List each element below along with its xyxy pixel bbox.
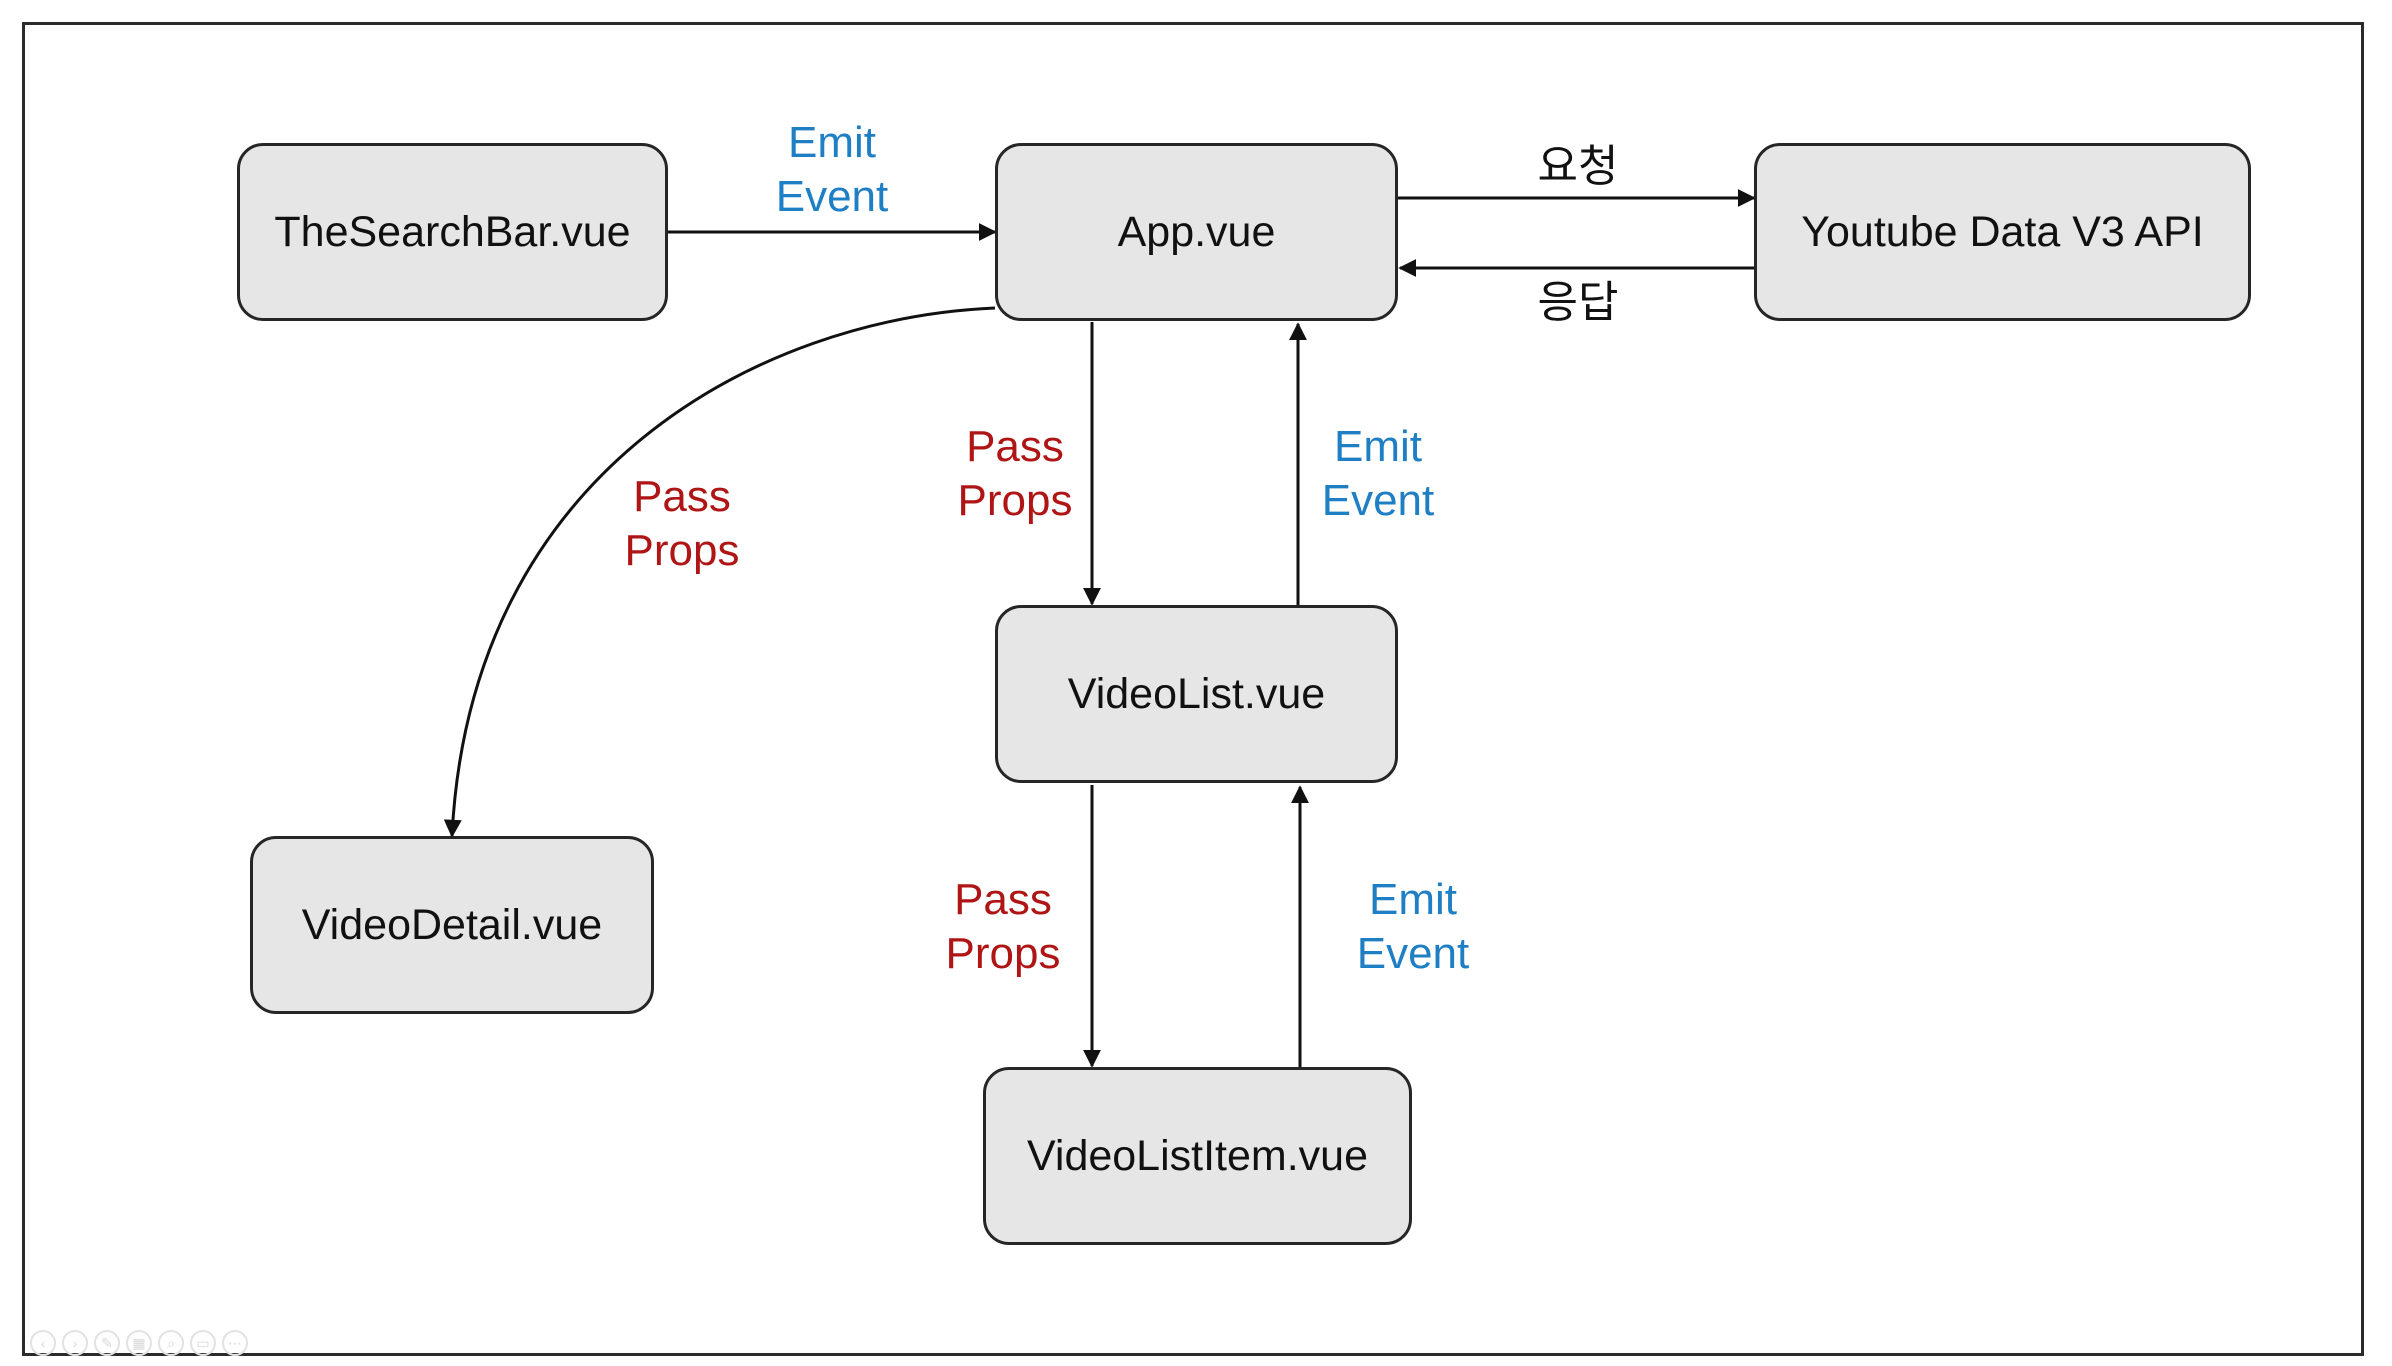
label-request: 요청: [1537, 142, 1619, 191]
next-slide-icon[interactable]: ›: [62, 1330, 88, 1356]
label-response: 응답: [1537, 278, 1619, 327]
label-line: Event: [1321, 476, 1435, 525]
node-videolist: VideoList.vue: [995, 605, 1398, 783]
label-line: Event: [775, 172, 889, 221]
label-line: Emit: [1368, 875, 1457, 924]
edge-app-to-detail: [443, 306, 996, 838]
label-line: Props: [957, 476, 1073, 525]
label-line: Pass: [633, 472, 731, 521]
label-line: Props: [945, 929, 1061, 978]
node-thesearchbar: TheSearchBar.vue: [237, 143, 668, 321]
label-line: Props: [624, 526, 740, 575]
label-list-app-emit-event: Emit Event: [1322, 420, 1435, 528]
label-line: Event: [1356, 929, 1470, 978]
label-search-emit-event: Emit Event: [776, 116, 889, 224]
subtitle-icon[interactable]: ▭: [190, 1330, 216, 1356]
node-app: App.vue: [995, 143, 1398, 321]
slide-toolbar: ‹ › ✎ ▦ ⌕ ▭ ⋯: [30, 1330, 248, 1356]
label-line: Emit: [1333, 422, 1422, 471]
label-line: Emit: [787, 118, 876, 167]
label-line: Pass: [954, 875, 1052, 924]
node-youtube-api: Youtube Data V3 API: [1754, 143, 2251, 321]
label-item-list-emit-event: Emit Event: [1357, 873, 1470, 981]
zoom-icon[interactable]: ⌕: [158, 1330, 184, 1356]
grid-icon[interactable]: ▦: [126, 1330, 152, 1356]
node-videodetail: VideoDetail.vue: [250, 836, 654, 1014]
label-list-item-pass-props: Pass Props: [946, 873, 1061, 981]
more-options-icon[interactable]: ⋯: [222, 1330, 248, 1356]
label-line: Pass: [966, 422, 1064, 471]
pen-icon[interactable]: ✎: [94, 1330, 120, 1356]
label-app-list-pass-props: Pass Props: [958, 420, 1073, 528]
node-videolistitem: VideoListItem.vue: [983, 1067, 1412, 1245]
prev-slide-icon[interactable]: ‹: [30, 1330, 56, 1356]
label-app-detail-pass-props: Pass Props: [625, 470, 740, 578]
